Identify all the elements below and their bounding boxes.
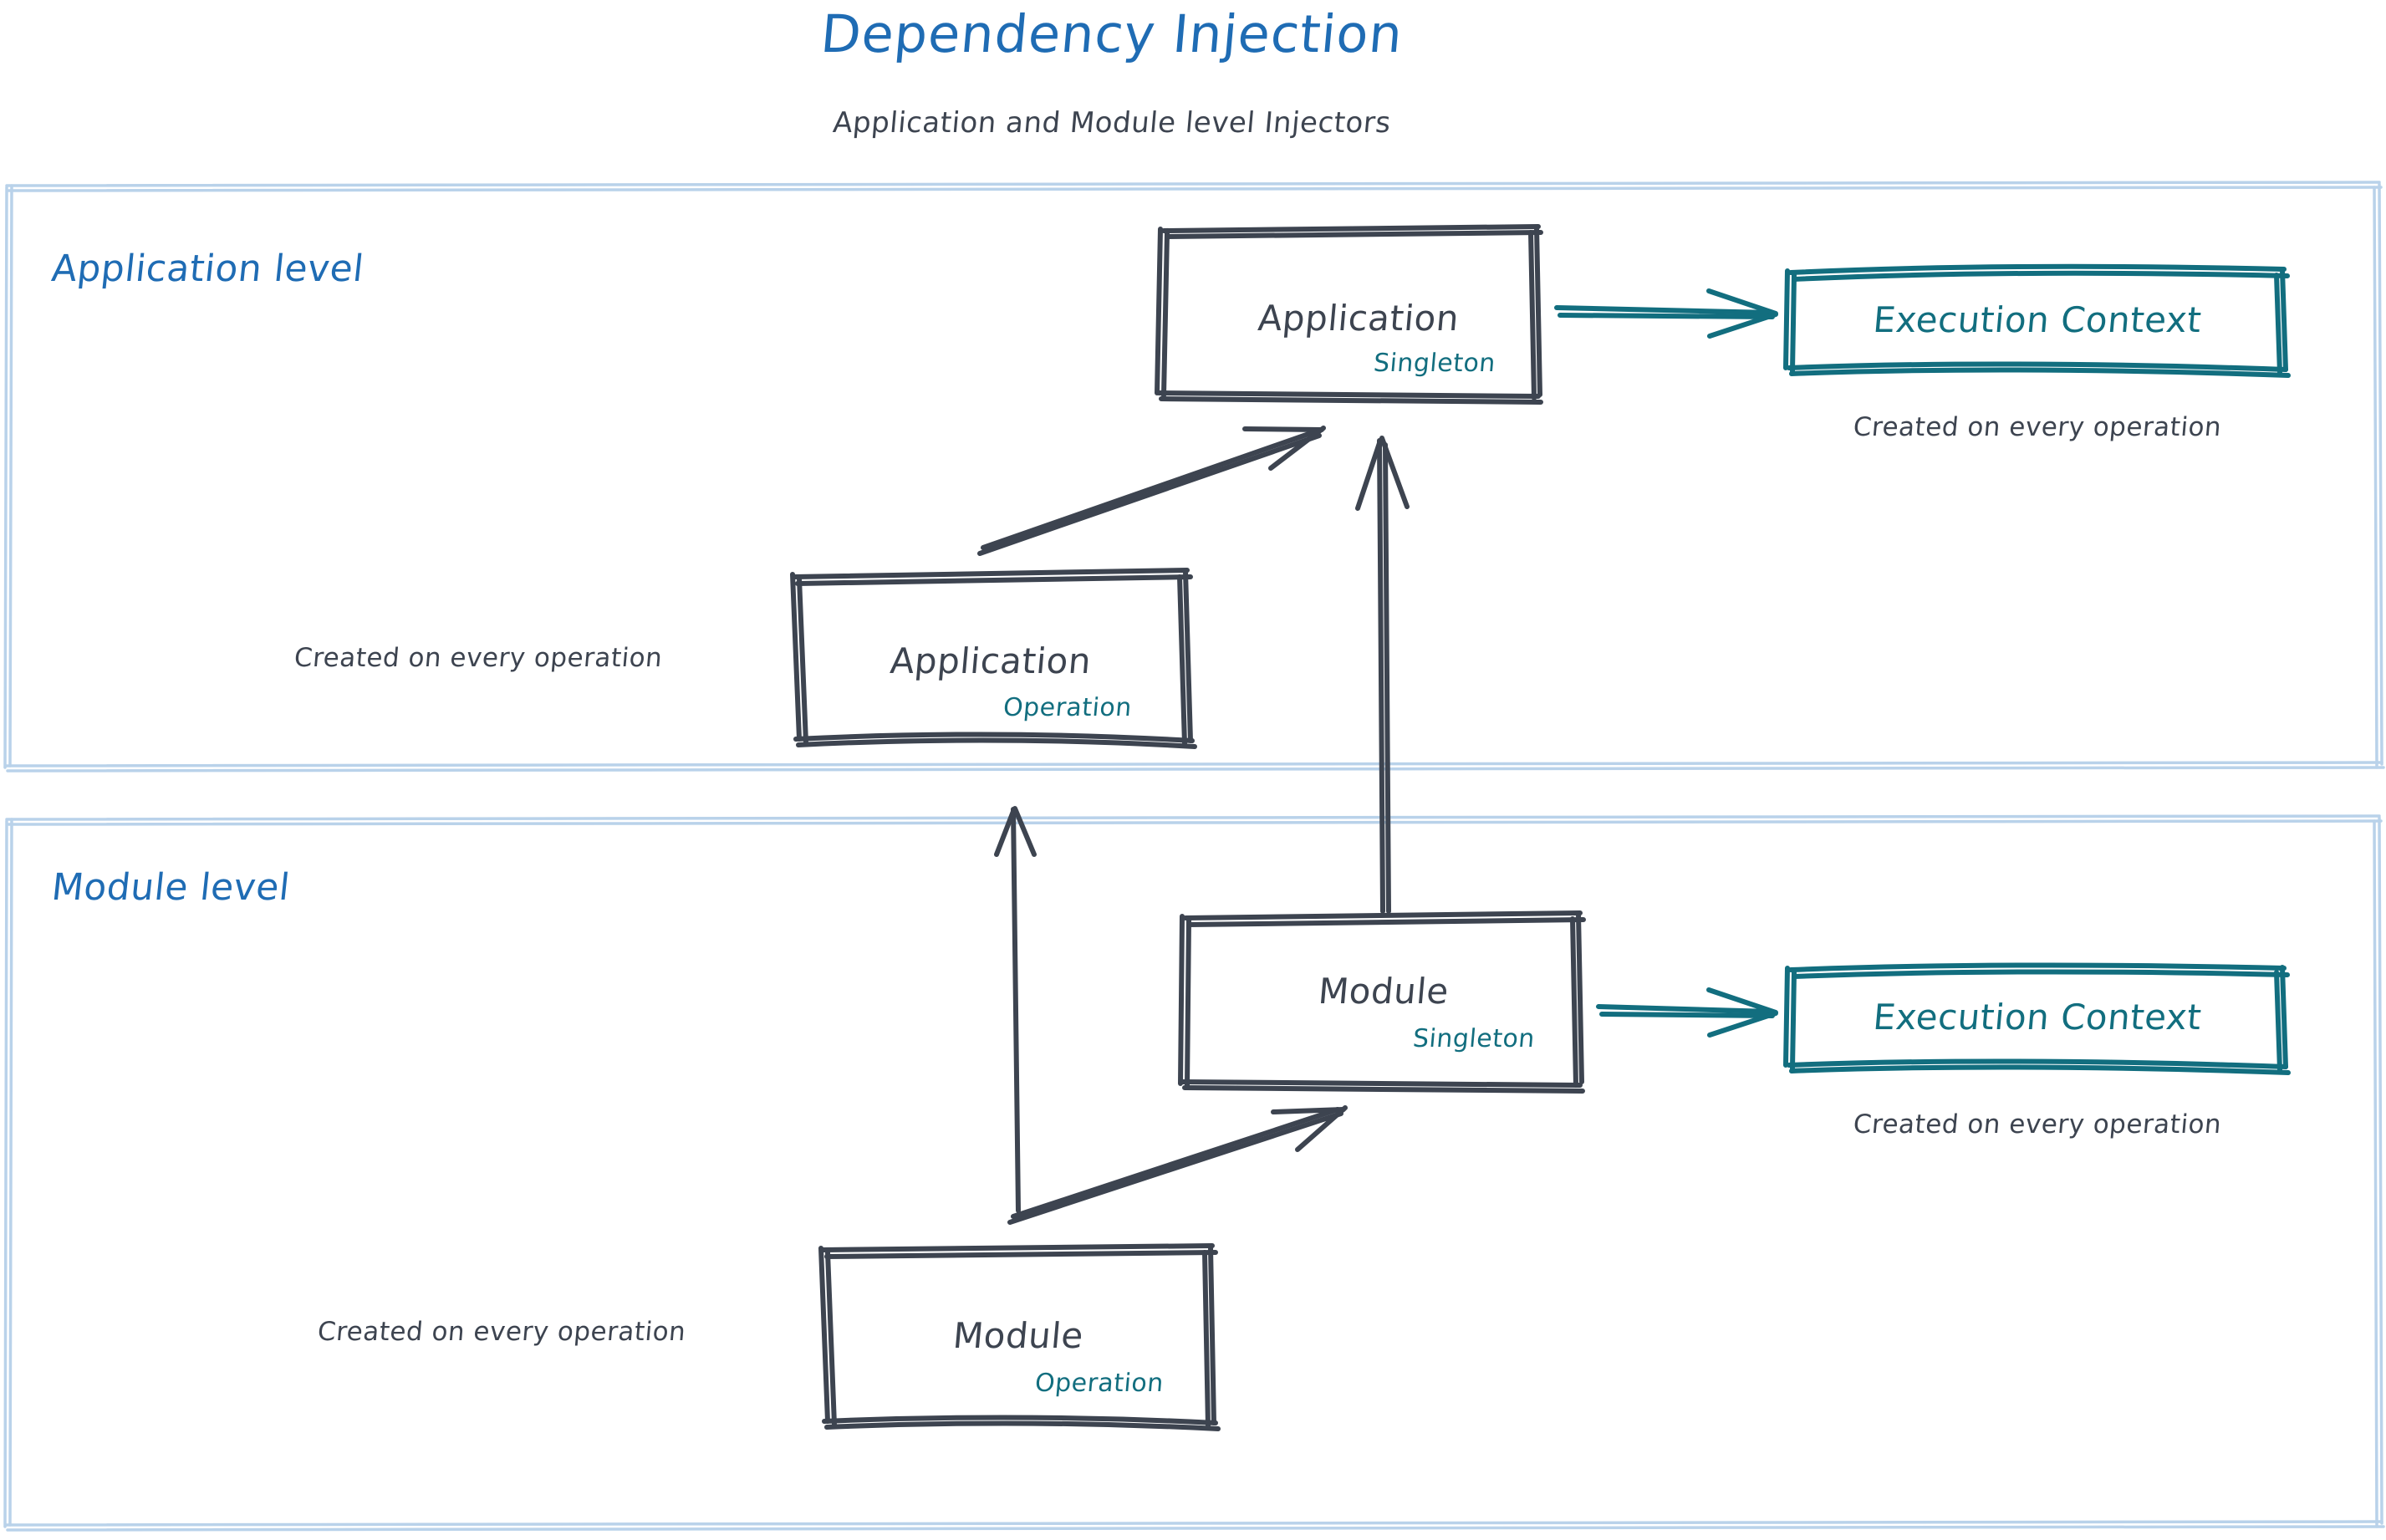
- module-level-label: Module level: [49, 866, 293, 909]
- arrow-app-singleton-to-execution-context: [1554, 288, 1778, 339]
- module-execution-context-box-border: [1783, 962, 2291, 1075]
- module-operation-box-border: [818, 1243, 1221, 1431]
- application-operation-note: Created on every operation: [293, 643, 664, 673]
- module-execution-context-title: Execution Context: [1871, 997, 2204, 1038]
- application-execution-context-note: Created on every operation: [1852, 412, 2223, 442]
- application-operation-scope: Operation: [1002, 693, 1134, 722]
- application-execution-context-title: Execution Context: [1871, 299, 2204, 340]
- arrow-module-singleton-to-app-singleton: [1355, 436, 1410, 914]
- application-operation-box-border: [790, 568, 1197, 749]
- arrow-app-operation-to-app-singleton: [977, 426, 1326, 556]
- module-operation-note: Created on every operation: [316, 1317, 687, 1347]
- application-singleton-title: Application: [1256, 298, 1461, 339]
- module-operation-scope: Operation: [1033, 1369, 1165, 1398]
- module-operation-title: Module: [951, 1315, 1086, 1356]
- module-singleton-box-border: [1178, 910, 1586, 1094]
- application-execution-context-box-border: [1783, 263, 2291, 378]
- application-level-container-border: [3, 181, 2385, 773]
- module-level-container-border: [3, 814, 2385, 1532]
- arrow-module-singleton-to-execution-context: [1596, 987, 1778, 1038]
- arrow-module-operation-to-module-singleton: [1007, 1105, 1348, 1225]
- application-operation-title: Application: [888, 640, 1094, 681]
- module-execution-context-note: Created on every operation: [1852, 1109, 2223, 1140]
- arrow-module-operation-to-app-operation: [994, 806, 1037, 1213]
- page-title: Dependency Injection: [818, 3, 1406, 64]
- application-singleton-box-border: [1155, 224, 1543, 405]
- module-singleton-title: Module: [1317, 971, 1451, 1012]
- application-level-label: Application level: [49, 247, 366, 290]
- page-subtitle: Application and Module level Injectors: [831, 106, 1393, 140]
- module-singleton-scope: Singleton: [1411, 1024, 1537, 1053]
- application-singleton-scope: Singleton: [1372, 349, 1497, 378]
